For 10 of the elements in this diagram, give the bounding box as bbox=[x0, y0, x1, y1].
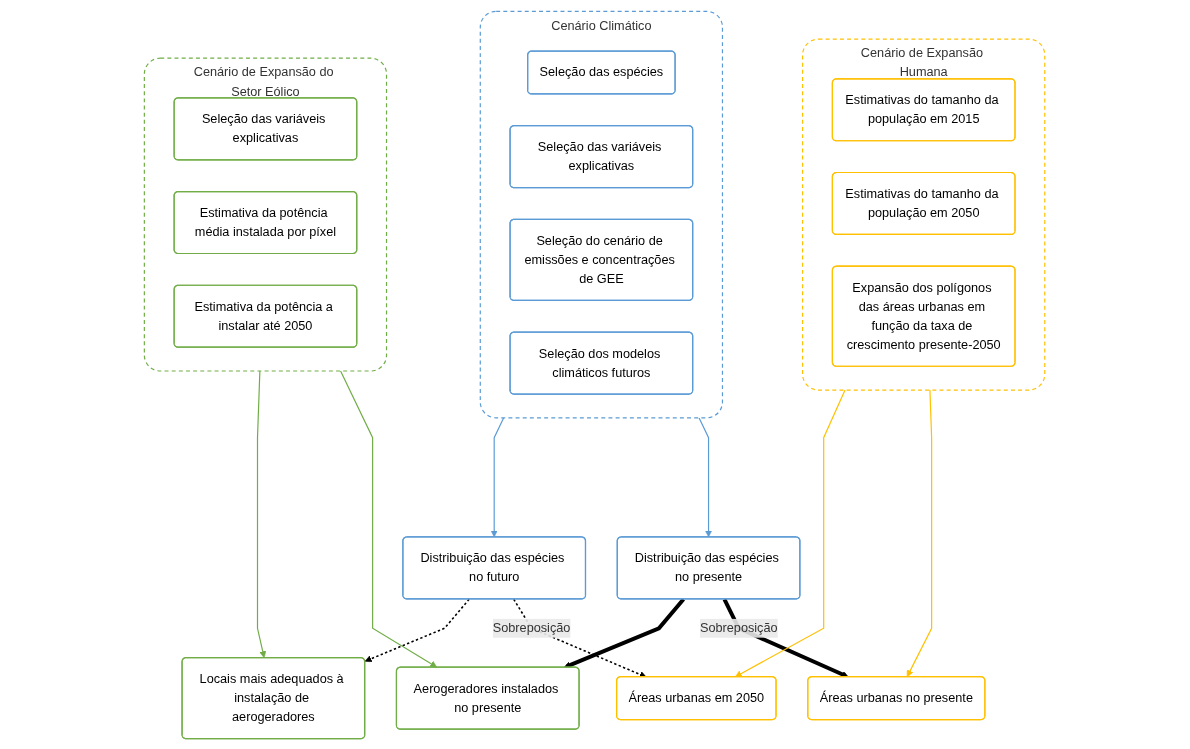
arrow bbox=[340, 369, 438, 667]
edge-label: Sobreposição bbox=[700, 620, 779, 635]
edge-label: Sobreposição bbox=[493, 620, 571, 635]
arrow bbox=[257, 369, 267, 658]
arrow bbox=[735, 389, 847, 677]
arrow bbox=[698, 416, 713, 537]
arrow bbox=[564, 597, 686, 668]
arrow bbox=[365, 598, 471, 662]
arrow bbox=[491, 416, 505, 537]
arrow bbox=[907, 389, 933, 677]
